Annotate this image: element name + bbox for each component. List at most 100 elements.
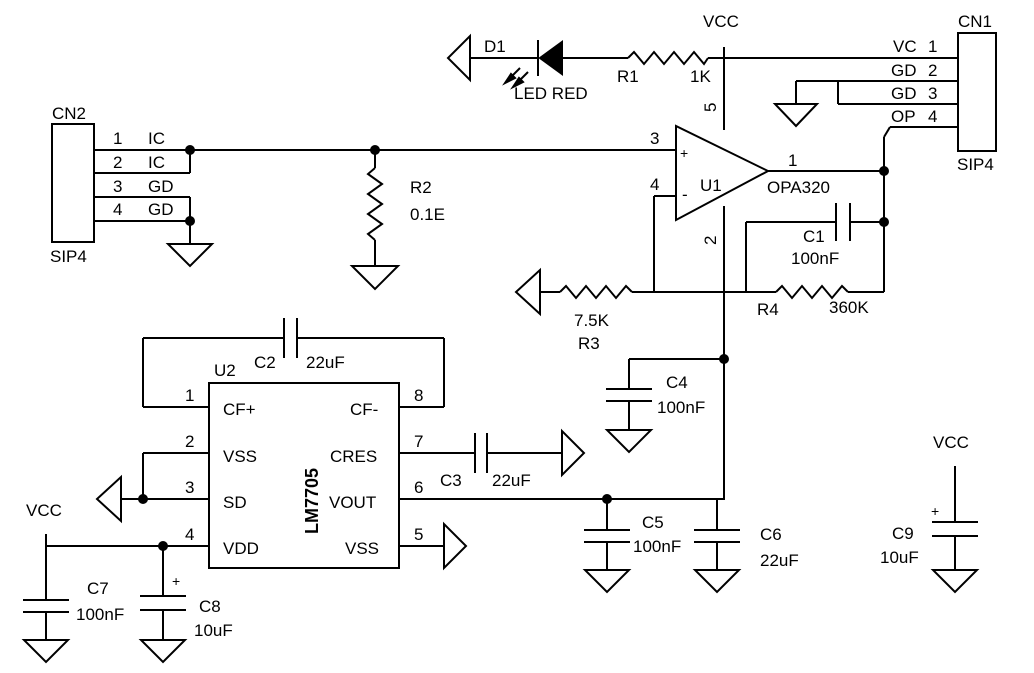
cn2-pin3-name: GD: [148, 177, 174, 196]
ground-u2-vss: [95, 474, 122, 524]
r1-value: 1K: [690, 67, 711, 86]
u2-pin8-name: CF-: [350, 400, 378, 419]
c8-polarity: +: [172, 573, 180, 589]
u2-pin1-name: CF+: [223, 400, 256, 419]
c3-value: 22uF: [492, 471, 531, 490]
cn1-pin2-name: GD: [891, 61, 917, 80]
capacitor-c4: C4 100nF: [606, 358, 724, 430]
u2-pin3-num: 3: [185, 478, 194, 497]
vcc-right-label: VCC: [933, 433, 969, 452]
u2-pin7-num: 7: [414, 432, 423, 451]
u1-pin-in-plus: 3: [650, 129, 659, 148]
r4-value: 360K: [829, 298, 869, 317]
ground-c9: [930, 569, 980, 594]
cn2-pin1-num: 1: [113, 129, 122, 148]
r2-ref: R2: [410, 178, 432, 197]
cn1-body: [957, 32, 997, 152]
u2-ref: U2: [214, 361, 236, 380]
capacitor-c2: C2 22uF: [254, 318, 345, 372]
opamp-u1: + - U1 OPA320 3 4 1 5 2: [650, 103, 830, 245]
ground-c7: [21, 639, 71, 664]
c8-ref: C8: [199, 597, 221, 616]
capacitor-c3: C3 22uF: [440, 433, 531, 490]
c4-ref: C4: [666, 373, 688, 392]
c7-ref: C7: [87, 579, 109, 598]
vcc-right: VCC: [933, 433, 969, 466]
cn1-pin4-name: OP: [891, 107, 916, 126]
ground-r2: [349, 265, 401, 291]
cn1-pin2-num: 2: [928, 61, 937, 80]
capacitor-c1: C1 100nF: [745, 203, 889, 292]
u1-plus: +: [680, 145, 688, 161]
ground-c4: [604, 429, 654, 454]
capacitor-c6: C6 22uF: [694, 499, 799, 570]
vcc-top: VCC: [703, 12, 739, 47]
u1-pin-gnd: 2: [701, 236, 720, 245]
u1-ref: U1: [700, 176, 722, 195]
capacitor-c7: C7 100nF: [23, 579, 124, 640]
cn1-pin4-num: 4: [928, 107, 937, 126]
u1-pin-in-minus: 4: [650, 175, 659, 194]
d1-value: LED RED: [514, 84, 588, 103]
ground-c5: [582, 569, 632, 594]
u2-pin2-num: 2: [185, 432, 194, 451]
u2-part: LM7705: [302, 468, 322, 534]
c4-value: 100nF: [657, 398, 705, 417]
cn1-pin1-name: VC: [893, 37, 917, 56]
vcc-label: VCC: [703, 12, 739, 31]
u2-pin3-name: SD: [223, 493, 247, 512]
resistor-r3: 7.5K R3: [559, 284, 633, 353]
u2-pin6-name: VOUT: [329, 493, 376, 512]
resistor-r4: R4 360K: [757, 284, 869, 319]
cn1-pin3-num: 3: [928, 84, 937, 103]
c2-ref: C2: [254, 353, 276, 372]
vcc-left-terminal: [40, 522, 52, 534]
r2-value: 0.1E: [410, 205, 445, 224]
led-d1: D1 LED RED: [470, 37, 588, 103]
ground-r3: [514, 267, 541, 317]
u2-pin4-name: VDD: [223, 539, 259, 558]
ground-cn2: [165, 243, 215, 268]
ground-d1: [446, 33, 471, 83]
c8-value: 10uF: [194, 621, 233, 640]
u2-pin6-num: 6: [414, 478, 423, 497]
u2-pin1-num: 1: [185, 386, 194, 405]
u2-pin2-name: VSS: [223, 447, 257, 466]
capacitor-c8: + C8 10uF: [140, 546, 233, 640]
c7-value: 100nF: [76, 605, 124, 624]
r1-ref: R1: [617, 67, 639, 86]
cn1-type: SIP4: [957, 155, 994, 174]
cn2-body: [51, 123, 95, 243]
u1-part: OPA320: [767, 178, 830, 197]
c9-value: 10uF: [880, 548, 919, 567]
ground-c8: [138, 639, 188, 664]
capacitor-c5: C5 100nF: [584, 499, 681, 570]
u2-pin7-name: CRES: [330, 447, 377, 466]
ground-c3: [561, 428, 586, 478]
resistor-r1: R1 1K: [562, 50, 711, 86]
cn1-ref: CN1: [958, 12, 992, 31]
u1-pin-out: 1: [788, 151, 797, 170]
cn2-pin1-name: IC: [148, 129, 165, 148]
u2-pin5-name: VSS: [345, 539, 379, 558]
cn2-type: SIP4: [50, 247, 87, 266]
cn2-ref: CN2: [52, 104, 86, 123]
cn2-pin3-num: 3: [113, 177, 122, 196]
c6-ref: C6: [760, 525, 782, 544]
u2-pin4-num: 4: [185, 525, 194, 544]
u2-pin8-num: 8: [414, 386, 423, 405]
cn2-pin2-name: IC: [148, 153, 165, 172]
d1-ref: D1: [484, 37, 506, 56]
u2-pin5-num: 5: [414, 525, 423, 544]
cn2-pin2-num: 2: [113, 153, 122, 172]
vcc-left: VCC: [26, 501, 62, 534]
vcc-right-terminal: [949, 454, 961, 466]
u1-minus: -: [682, 185, 688, 204]
vcc-terminal: [718, 35, 730, 47]
connector-cn1: CN1 SIP4 VC 1 GD 2 GD 3 OP 4: [838, 12, 997, 174]
cn2-pin4-num: 4: [113, 200, 122, 219]
capacitor-c9: + C9 10uF: [880, 466, 978, 570]
c9-polarity: +: [931, 503, 939, 519]
resistor-r2: R2 0.1E: [366, 150, 445, 266]
